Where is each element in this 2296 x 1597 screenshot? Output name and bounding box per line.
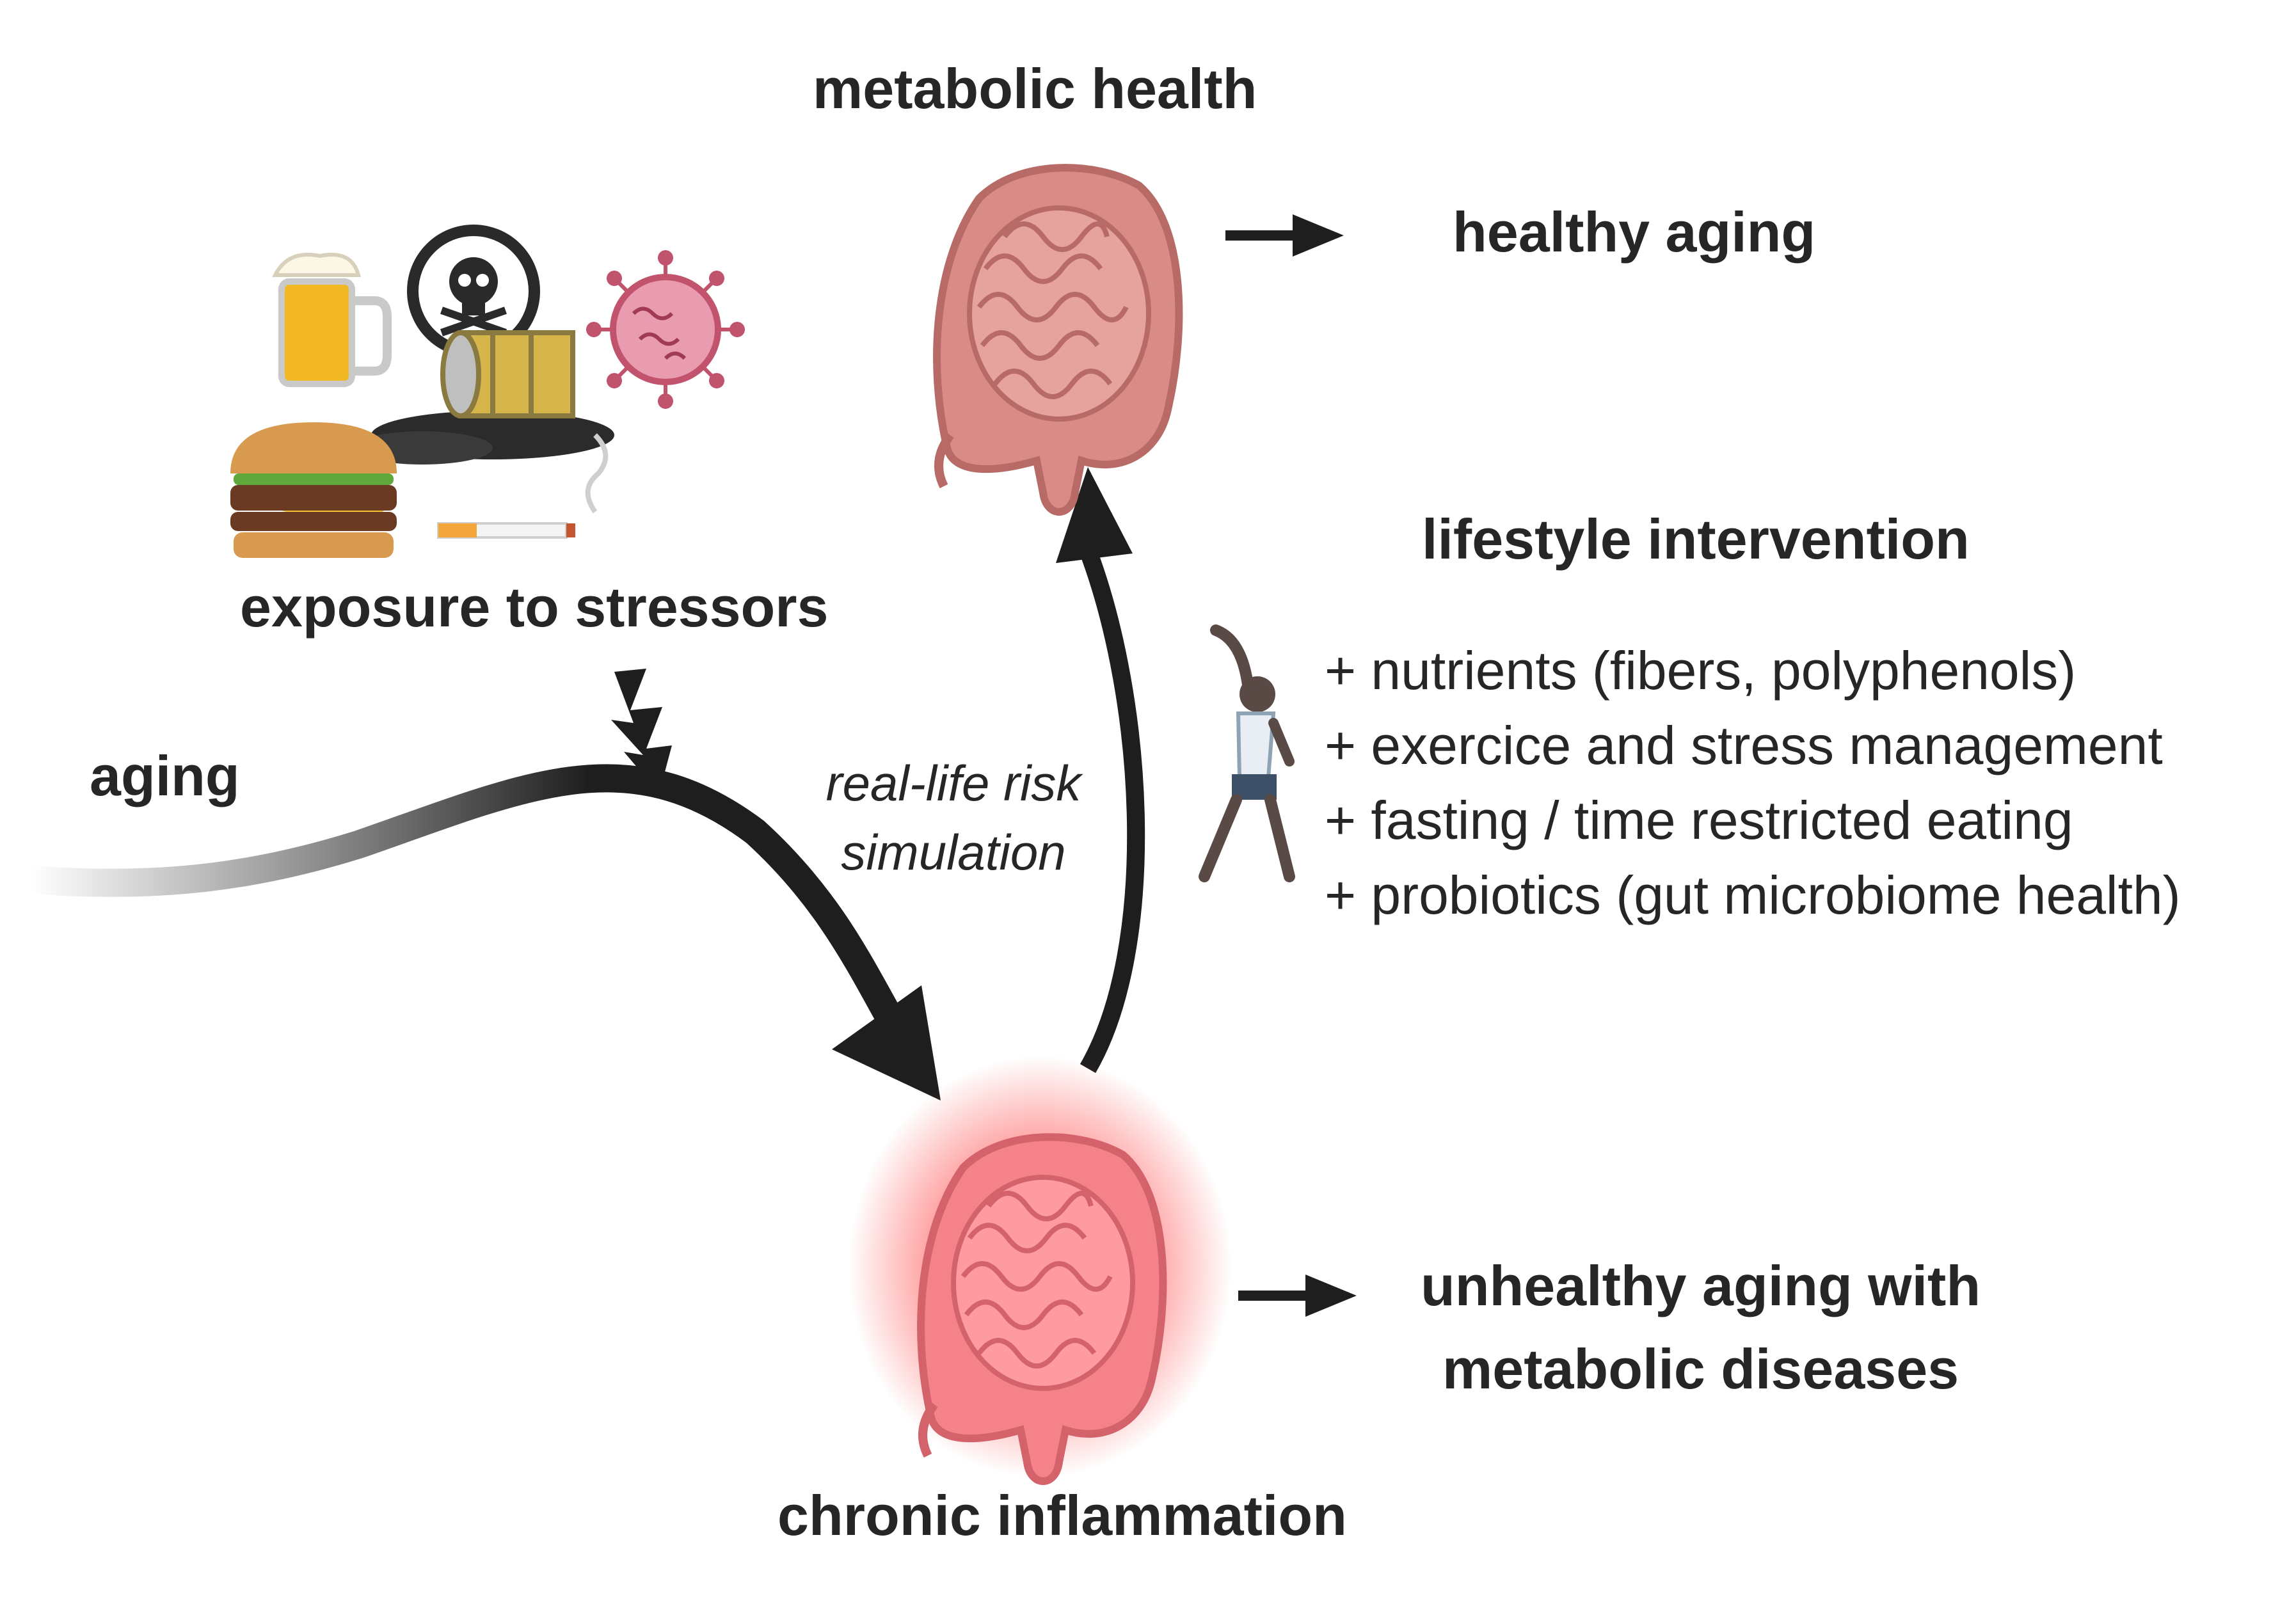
virus-icon (586, 250, 745, 409)
stretching-woman-icon (1199, 624, 1295, 882)
up-arrow-head (1056, 467, 1133, 563)
intervention-list: + nutrients (fibers, polyphenols) + exer… (1325, 633, 2181, 933)
beer-mug-icon (272, 253, 392, 387)
unhealthy-line-1: unhealthy aging with (1421, 1254, 1981, 1317)
aging-label: aging (90, 744, 240, 807)
lifestyle-label: lifestyle intervention (1422, 507, 1970, 571)
intervention-item: + nutrients (fibers, polyphenols) (1325, 640, 2077, 701)
chronic-inflammation-label: chronic inflammation (777, 1484, 1347, 1547)
intervention-item: + fasting / time restricted eating (1325, 790, 2073, 850)
cigarette-icon (437, 433, 609, 539)
metabolic-health-label: metabolic health (813, 57, 1257, 120)
up-arrow-shaft (1079, 547, 1145, 1074)
exposure-label: exposure to stressors (240, 575, 829, 639)
simulation-line-2: simulation (841, 824, 1066, 880)
inflamed-gut-icon (848, 1056, 1232, 1481)
simulation-label: real-life risk simulation (787, 749, 1120, 887)
healthy-aging-label: healthy aging (1453, 200, 1816, 264)
burger-icon (230, 422, 397, 558)
intervention-item: + exercice and stress management (1325, 715, 2163, 775)
aging-curve (31, 764, 902, 1024)
arrow-to-unhealthy (1238, 1275, 1357, 1317)
simulation-line-1: real-life risk (825, 755, 1081, 811)
oil-barrel-icon (352, 330, 614, 465)
down-arrow-head (832, 985, 941, 1100)
gut-icon (937, 168, 1179, 512)
arrow-to-healthy (1225, 214, 1344, 257)
lightning-icon (611, 669, 672, 793)
unhealthy-line-2: metabolic diseases (1442, 1337, 1959, 1401)
intervention-item: + probiotics (gut microbiome health) (1325, 865, 2181, 925)
unhealthy-aging-label: unhealthy aging with metabolic diseases (1421, 1244, 1981, 1411)
